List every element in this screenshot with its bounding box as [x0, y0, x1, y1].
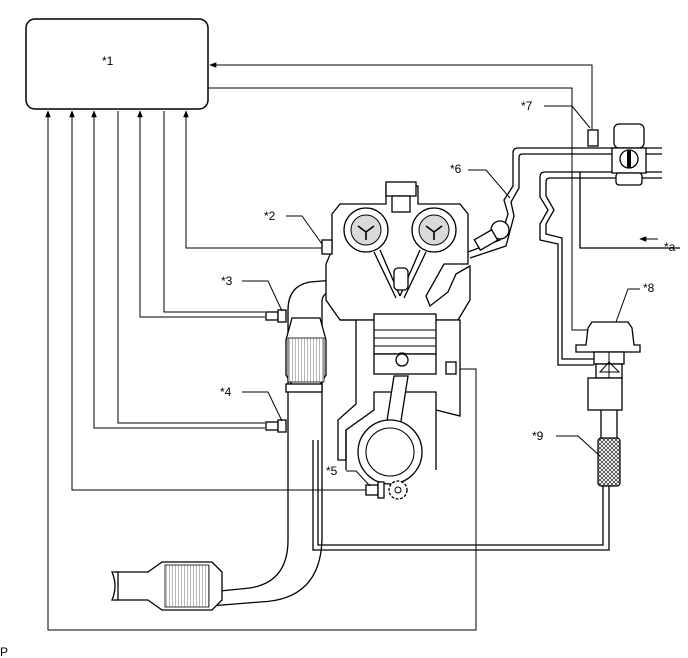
label-7: *7 [521, 99, 533, 113]
label-2: *2 [264, 209, 276, 223]
leader-lines [242, 105, 640, 487]
callout-labels: *2 *3 *4 *5 *6 *7 *8 *9 *a [220, 99, 676, 478]
label-5: *5 [326, 464, 338, 478]
label-4: *4 [220, 385, 232, 399]
label-8: *8 [643, 281, 655, 295]
purge-pipes [467, 147, 680, 366]
label-6: *6 [450, 162, 462, 176]
ecm-box [25, 18, 209, 110]
signal-lines [45, 62, 595, 631]
label-3: *3 [221, 274, 233, 288]
ecm-label: *1 [102, 54, 114, 68]
canister-pump-module [575, 321, 641, 411]
footer-code: P [0, 645, 8, 658]
intake-component [587, 123, 647, 186]
engine-assembly [321, 181, 510, 500]
label-a: *a [664, 240, 676, 254]
air-filter [312, 410, 621, 551]
label-9: *9 [532, 429, 544, 443]
exhaust-system [111, 277, 359, 611]
oxygen-sensors [265, 309, 287, 433]
